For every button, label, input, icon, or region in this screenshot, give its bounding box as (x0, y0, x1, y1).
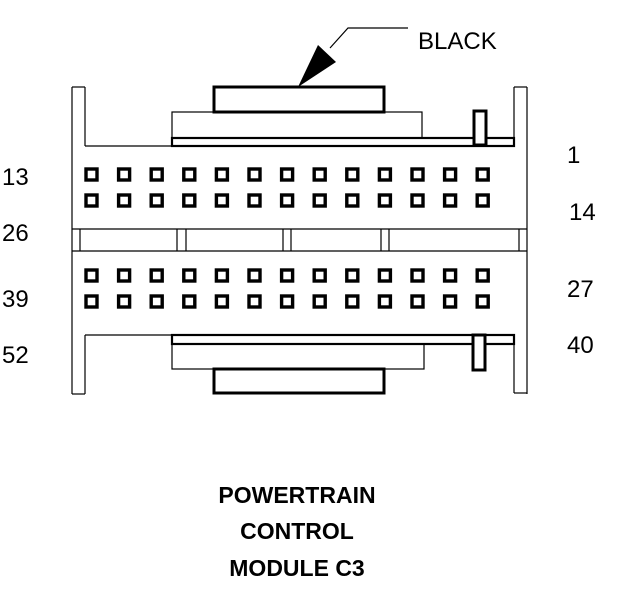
pin-label-14: 14 (569, 199, 596, 226)
pin-grid (84, 167, 490, 309)
pin-cavity (247, 268, 262, 283)
pin-cavity (149, 193, 164, 208)
pin-cavity (116, 294, 132, 309)
pin-cavity (377, 167, 393, 182)
pin-cavity (182, 167, 197, 182)
pin-cavity (312, 268, 327, 283)
pin-label-1: 1 (567, 142, 580, 169)
pin-cavity (442, 167, 458, 182)
title-line-1: POWERTRAIN (218, 482, 375, 508)
pin-label-39: 39 (2, 286, 29, 313)
callout-arrow (298, 27, 408, 87)
pin-cavity (475, 193, 490, 208)
pin-cavity (279, 193, 295, 208)
pin-cavity (182, 268, 197, 283)
pin-cavity (279, 167, 295, 182)
arrow-head-icon (298, 45, 336, 87)
pin-cavity (149, 294, 164, 309)
pin-cavity (410, 294, 425, 309)
pin-cavity (442, 268, 458, 283)
pin-cavity (214, 268, 230, 283)
pin-cavity (312, 193, 327, 208)
pin-cavity (149, 167, 164, 182)
top-latch (170, 85, 516, 148)
pin-cavity (345, 193, 360, 208)
pin-cavity (116, 193, 132, 208)
pin-label-13: 13 (2, 164, 29, 191)
center-divider (72, 228, 527, 252)
pin-cavity (149, 268, 164, 283)
pin-cavity (345, 268, 360, 283)
bottom-latch-rail (170, 333, 516, 346)
pin-cavity (116, 167, 132, 182)
pin-cavity (214, 294, 230, 309)
pin-cavity (182, 193, 197, 208)
pin-cavity (214, 167, 230, 182)
pin-label-40: 40 (567, 332, 594, 359)
pin-cavity (377, 193, 393, 208)
pin-label-26: 26 (2, 220, 29, 247)
top-latch-rail (170, 136, 516, 148)
pin-cavity (410, 167, 425, 182)
pin-cavity (410, 268, 425, 283)
pin-cavity (84, 294, 99, 309)
pin-cavity (116, 268, 132, 283)
pin-cavity (247, 294, 262, 309)
bottom-lock-tab (212, 367, 386, 395)
pin-cavity (442, 193, 458, 208)
pin-cavity (377, 294, 393, 309)
bottom-key (471, 333, 487, 372)
pin-cavity (84, 268, 99, 283)
pin-cavity (84, 167, 99, 182)
pin-cavity (279, 268, 295, 283)
pin-cavity (182, 294, 197, 309)
pin-cavity (345, 167, 360, 182)
top-key (472, 109, 488, 147)
pin-label-27: 27 (567, 276, 594, 303)
pin-cavity (247, 193, 262, 208)
pin-cavity (312, 167, 327, 182)
pin-cavity (214, 193, 230, 208)
pin-cavity (377, 268, 393, 283)
title-line-2: CONTROL (240, 518, 354, 544)
pin-cavity (475, 268, 490, 283)
pin-cavity (247, 167, 262, 182)
pin-cavity (410, 193, 425, 208)
bottom-latch (72, 333, 527, 395)
pin-cavity (345, 294, 360, 309)
callout-label: BLACK (418, 28, 497, 55)
top-lock-tab (212, 85, 386, 114)
pin-cavity (475, 167, 490, 182)
pin-cavity (442, 294, 458, 309)
pin-cavity (279, 294, 295, 309)
pin-cavity (312, 294, 327, 309)
title-line-3: MODULE C3 (229, 555, 364, 581)
connector-housing (71, 85, 528, 395)
pin-cavity (475, 294, 490, 309)
pin-label-52: 52 (2, 342, 29, 369)
pin-cavity (84, 193, 99, 208)
